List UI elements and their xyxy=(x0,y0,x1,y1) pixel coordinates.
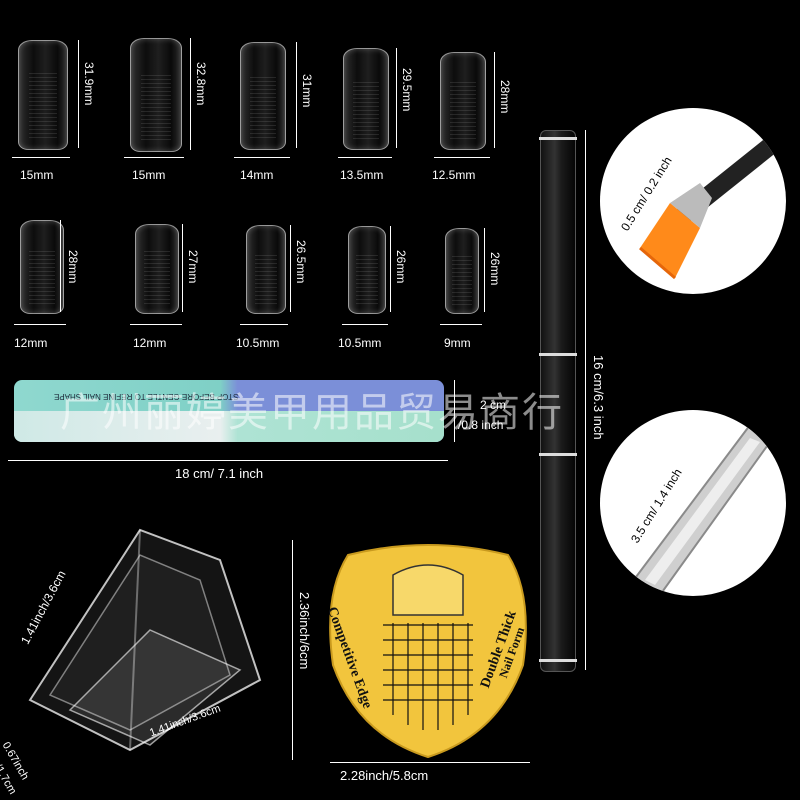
nail-tip xyxy=(240,42,286,150)
tip-width-label: 13.5mm xyxy=(340,168,384,182)
file-length-label: 18 cm/ 7.1 inch xyxy=(175,466,264,481)
nail-form: Competitive Edge Double Thick Nail Form xyxy=(318,535,538,760)
form-width-label: 2.28inch/5.8cm xyxy=(340,768,429,783)
tip-width-label: 10.5mm xyxy=(236,336,280,350)
tip-height-label: 29.5mm xyxy=(400,68,414,112)
nail-tip xyxy=(246,225,286,314)
tip-width-label: 14mm xyxy=(240,168,274,182)
flat-brush-icon xyxy=(639,130,786,280)
nail-tip xyxy=(343,48,389,150)
tip-height-label: 28mm xyxy=(66,250,80,284)
tip-width-label: 12mm xyxy=(133,336,167,350)
tip-width-label: 15mm xyxy=(132,168,166,182)
spatula-closeup: 3.5 cm/ 1.4 inch xyxy=(600,410,786,596)
nail-clip xyxy=(10,510,270,770)
nail-tip xyxy=(445,228,479,314)
nail-tip xyxy=(20,220,64,314)
tip-width-label: 9mm xyxy=(444,336,471,350)
tip-height-label: 26.5mm xyxy=(294,240,308,284)
tip-height-label: 26mm xyxy=(488,252,502,286)
nail-file: STOP BEFORE GENTLE TO REFINE NAIL SHAPE xyxy=(14,380,444,442)
tip-height-label: 31.9mm xyxy=(82,62,96,106)
brush-pen-handle xyxy=(539,130,577,672)
tip-width-label: 15mm xyxy=(20,168,54,182)
tip-width-label: 12mm xyxy=(14,336,48,350)
file-width-label-inch: /0.8 inch xyxy=(458,418,504,432)
tip-height-label: 31mm xyxy=(300,74,314,108)
tip-height-label: 28mm xyxy=(498,80,512,114)
nail-tip xyxy=(18,40,68,150)
nail-tip xyxy=(130,38,182,152)
watermark-text: 广州丽婷美甲用品贸易商行 xyxy=(60,390,564,436)
tip-height-label: 27mm xyxy=(186,250,200,284)
nail-tip xyxy=(440,52,486,150)
spatula-icon xyxy=(628,423,777,596)
tip-height-label: 26mm xyxy=(394,250,408,284)
nail-tip xyxy=(348,226,386,314)
form-height-label: 2.36inch/6cm xyxy=(297,592,312,670)
nail-tip xyxy=(135,224,179,314)
file-width-label: 2 cm xyxy=(480,398,507,412)
tip-width-label: 12.5mm xyxy=(432,168,476,182)
tip-height-label: 32.8mm xyxy=(194,62,208,106)
brush-closeup: 0.5 cm/ 0.2 inch xyxy=(600,108,786,294)
pen-length-label: 16 cm/6.3 inch xyxy=(591,355,606,440)
tip-width-label: 10.5mm xyxy=(338,336,382,350)
